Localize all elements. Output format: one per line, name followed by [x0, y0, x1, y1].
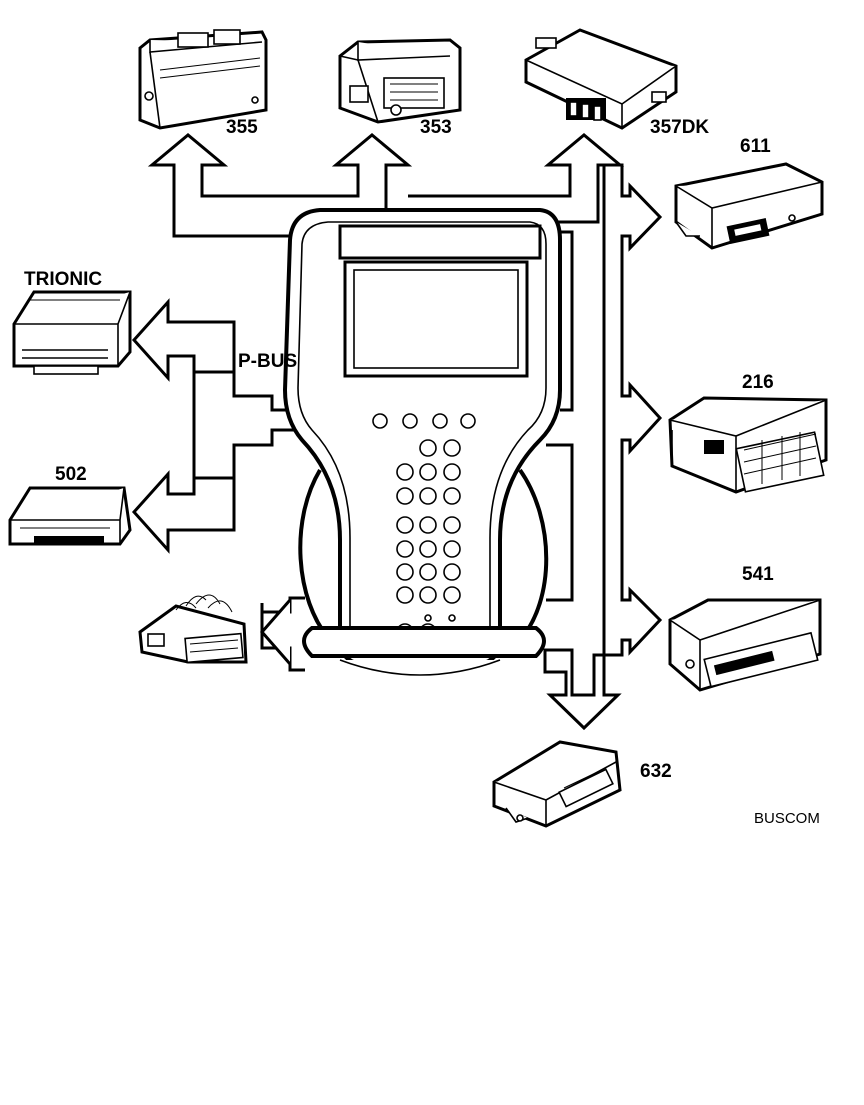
module-trionic-unit — [12, 290, 132, 375]
label-trionic: TRIONIC — [24, 269, 102, 290]
tester-screen-inner — [353, 269, 519, 369]
tester-base — [339, 659, 501, 676]
module-353-unit — [338, 38, 462, 124]
module-611-unit — [674, 162, 824, 250]
label-541: 541 — [742, 564, 774, 585]
label-216: 216 — [742, 372, 774, 393]
tester-cable-right — [518, 468, 549, 642]
obd-connector — [138, 594, 248, 664]
module-502-unit — [8, 486, 132, 546]
function-key — [432, 413, 448, 429]
label-502: 502 — [55, 464, 87, 485]
right-bus-trunk — [602, 163, 663, 657]
arrow-to-obd-connector-head — [260, 599, 292, 665]
function-key — [372, 413, 388, 429]
tester-grip — [302, 626, 546, 658]
label-611: 611 — [740, 136, 771, 157]
bus-arrow-to-357dk — [408, 133, 625, 224]
function-key — [402, 413, 418, 429]
function-key — [460, 413, 476, 429]
tester-cable-left — [298, 468, 332, 642]
label-357dk: 357DK — [650, 117, 709, 138]
label-353: 353 — [420, 117, 452, 138]
diagnostic-tester-device — [282, 208, 562, 676]
tester-function-keys — [372, 413, 476, 429]
right-bus-link-upper — [560, 230, 574, 412]
label-p-bus: P-BUS — [238, 351, 297, 372]
module-357dk-unit — [524, 28, 678, 130]
figure-code: BUSCOM — [754, 810, 820, 827]
pbus-arrow-to-502 — [131, 428, 300, 554]
module-216-unit — [668, 396, 828, 494]
module-632-unit — [492, 740, 622, 828]
module-541-unit — [668, 598, 822, 692]
right-bus-link-lower — [546, 443, 574, 602]
label-355: 355 — [226, 117, 258, 138]
module-355-unit — [138, 29, 268, 130]
tester-display-header — [338, 224, 542, 260]
bus-arrow-to-632 — [543, 648, 622, 731]
label-632: 632 — [640, 761, 672, 782]
